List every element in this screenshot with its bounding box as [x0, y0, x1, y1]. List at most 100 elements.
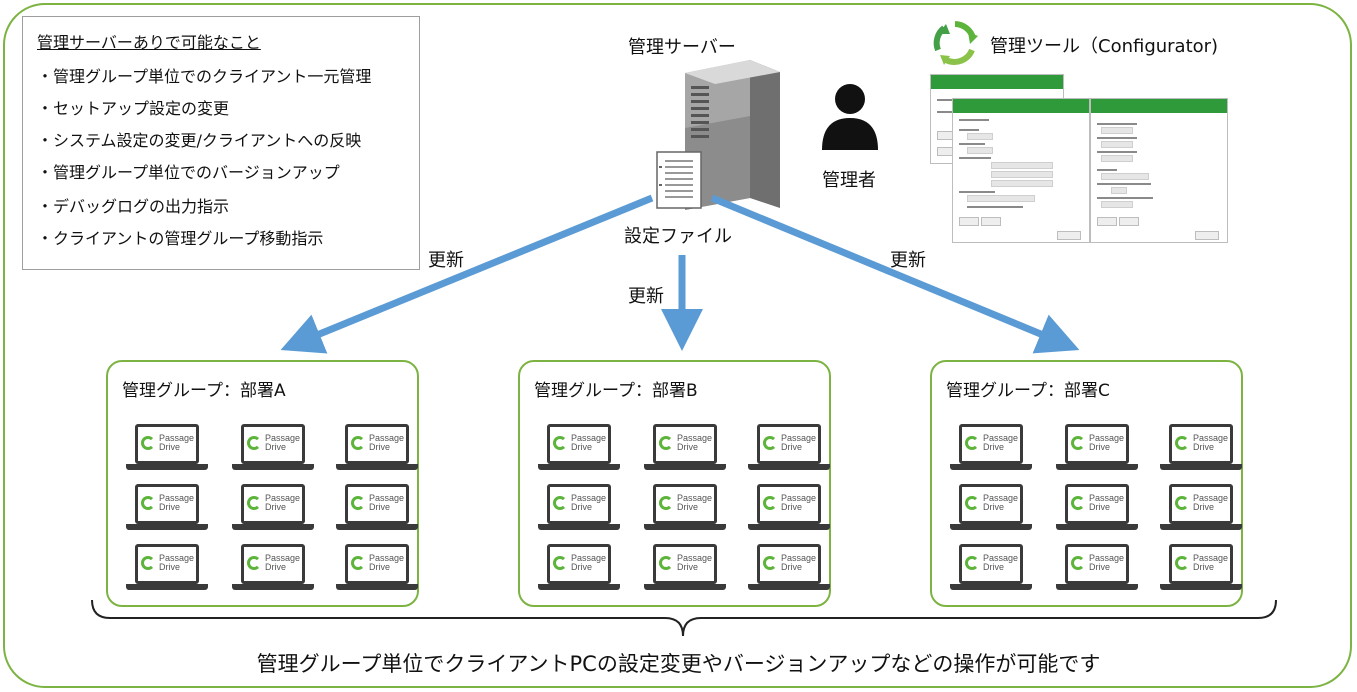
passage-drive-logo-icon [351, 496, 365, 510]
logo-text-line2: Drive [1193, 562, 1215, 572]
group-a-label: 管理グループ：部署A [122, 381, 286, 401]
update-label-left: 更新 [428, 250, 464, 271]
logo-text-line1: Passage [369, 493, 405, 503]
logo-text-line2: Drive [1193, 502, 1215, 512]
capability-item: ・管理グループ単位でのバージョンアップ [37, 163, 340, 182]
tool-label: 管理ツール（Configurator) [990, 36, 1219, 57]
arrow-to-group-c [710, 194, 1080, 354]
passage-drive-logo-icon [247, 436, 261, 450]
logo-text-line1: Passage [159, 433, 195, 443]
passage-drive-logo-icon [659, 436, 673, 450]
logo-text-line1: Passage [265, 553, 301, 563]
logo-text-line1: Passage [159, 493, 195, 503]
logo-text-line1: Passage [571, 553, 607, 563]
logo-text-line2: Drive [159, 562, 181, 572]
logo-text-line2: Drive [1089, 562, 1111, 572]
logo-text-line2: Drive [781, 442, 803, 452]
capability-item: ・セットアップ設定の変更 [37, 99, 230, 118]
passage-drive-logo-icon [1071, 556, 1085, 570]
logo-text-line2: Drive [265, 502, 287, 512]
settings-file-label: 設定ファイル [624, 226, 732, 247]
server-label: 管理サーバー [628, 37, 736, 58]
logo-text-line2: Drive [677, 562, 699, 572]
logo-text-line1: Passage [369, 433, 405, 443]
bottom-caption: 管理グループ単位でクライアントPCの設定変更やバージョンアップなどの操作が可能で… [256, 652, 1101, 676]
passage-drive-logo-icon [965, 556, 979, 570]
logo-text-line2: Drive [369, 442, 391, 452]
passage-drive-logo-icon [1071, 436, 1085, 450]
logo-text-line2: Drive [1193, 442, 1215, 452]
logo-text-line1: Passage [571, 433, 607, 443]
logo-text-line1: Passage [983, 433, 1019, 443]
logo-text-line2: Drive [571, 442, 593, 452]
passage-drive-logo-icon [763, 556, 777, 570]
passage-drive-logo-icon [659, 496, 673, 510]
passage-drive-logo-icon [553, 496, 567, 510]
capability-item: ・システム設定の変更/クライアントへの反映 [37, 131, 362, 150]
passage-drive-logo-icon [141, 496, 155, 510]
update-label-center: 更新 [628, 286, 664, 307]
logo-text-line2: Drive [265, 442, 287, 452]
passage-drive-logo-icon [1175, 556, 1189, 570]
passage-drive-logo-icon [763, 436, 777, 450]
logo-text-line1: Passage [1193, 493, 1229, 503]
recycle-arrows-icon [933, 21, 978, 65]
group-c-label: 管理グループ：部署C [946, 381, 1110, 401]
logo-text-line2: Drive [983, 562, 1005, 572]
logo-text-line1: Passage [369, 553, 405, 563]
passage-drive-logo-icon [351, 436, 365, 450]
passage-drive-logo-icon [141, 556, 155, 570]
logo-text-line2: Drive [983, 502, 1005, 512]
passage-drive-logo-icon [553, 556, 567, 570]
logo-text-line1: Passage [677, 553, 713, 563]
passage-drive-logo-icon [965, 436, 979, 450]
group-b-label: 管理グループ：部署B [534, 381, 698, 401]
logo-text-line2: Drive [983, 442, 1005, 452]
passage-drive-logo-icon [351, 556, 365, 570]
passage-drive-logo-icon [1071, 496, 1085, 510]
logo-text-line2: Drive [571, 502, 593, 512]
logo-text-line2: Drive [677, 442, 699, 452]
capabilities-title: 管理サーバーありで可能なこと [37, 33, 261, 52]
passage-drive-logo-icon [659, 556, 673, 570]
capabilities-box: 管理サーバーありで可能なこと ・管理グループ単位でのクライアント一元管理 ・セッ… [22, 16, 420, 270]
logo-text-line1: Passage [781, 493, 817, 503]
passage-drive-logo-icon [247, 556, 261, 570]
logo-text-line2: Drive [265, 562, 287, 572]
capability-item: ・クライアントの管理グループ移動指示 [37, 229, 324, 248]
logo-text-line2: Drive [1089, 442, 1111, 452]
passage-drive-logo-icon [1175, 436, 1189, 450]
passage-drive-logo-icon [763, 496, 777, 510]
arrow-to-group-a [280, 194, 654, 354]
logo-text-line1: Passage [1089, 493, 1125, 503]
logo-text-line1: Passage [983, 493, 1019, 503]
passage-drive-logo-icon [1175, 496, 1189, 510]
passage-drive-logo-icon [141, 436, 155, 450]
logo-text-line1: Passage [983, 553, 1019, 563]
outer-frame [3, 3, 1352, 688]
passage-drive-logo-icon [553, 436, 567, 450]
logo-text-line2: Drive [781, 502, 803, 512]
capability-item: ・管理グループ単位でのクライアント一元管理 [37, 67, 372, 86]
